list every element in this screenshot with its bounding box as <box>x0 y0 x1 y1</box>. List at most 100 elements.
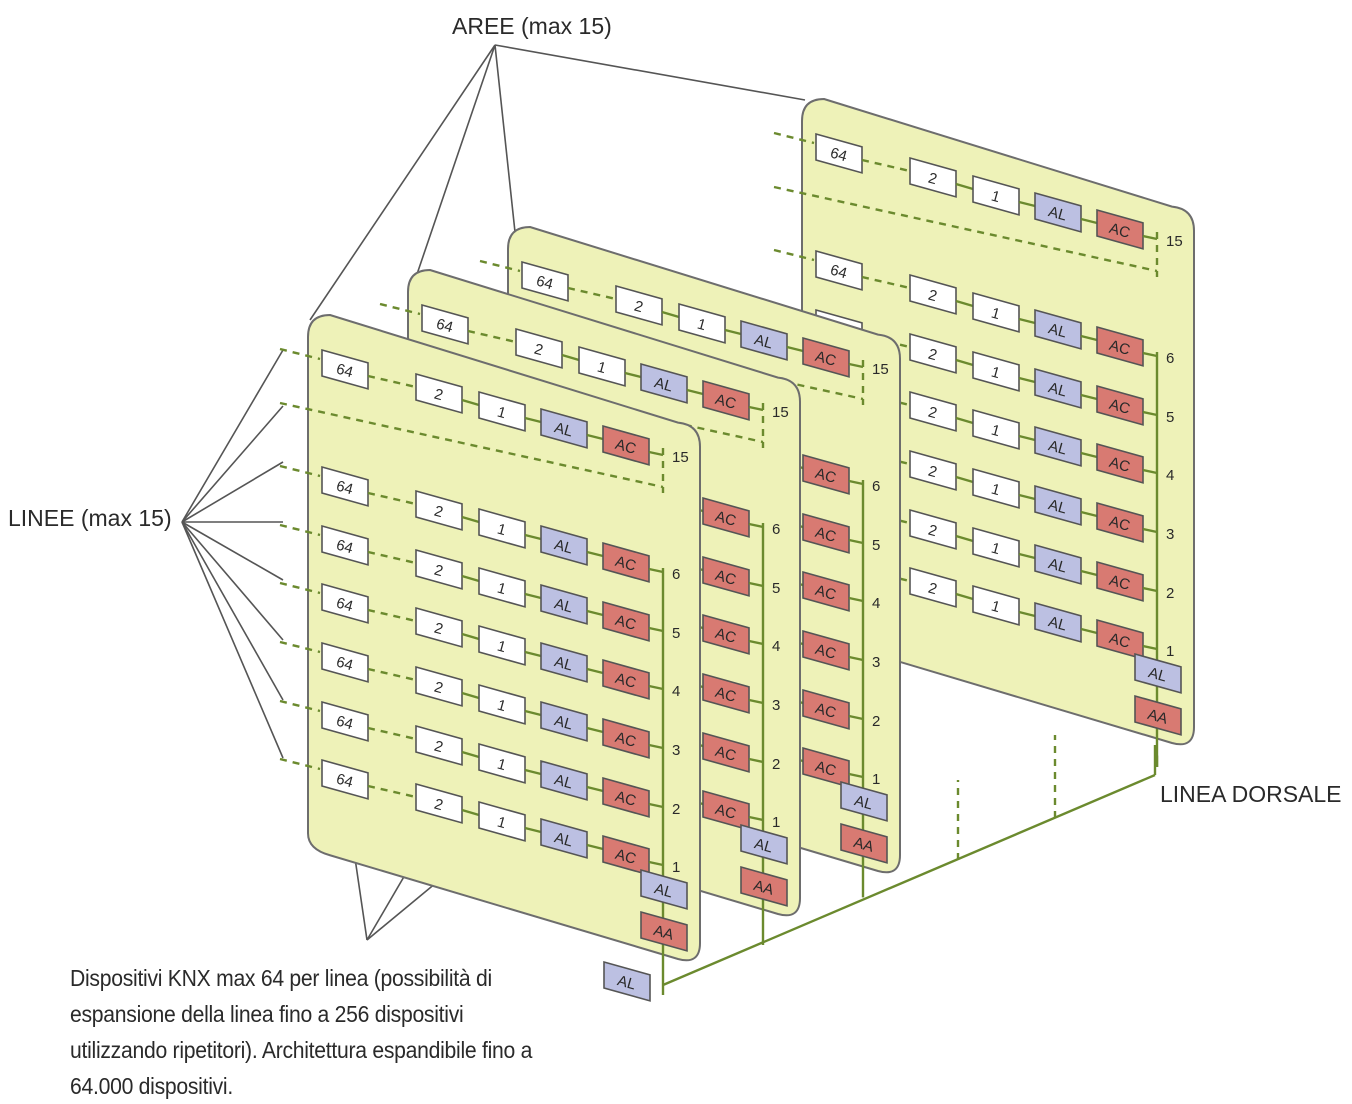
area-line-coupler-al-label: AL <box>752 835 774 856</box>
line-seg <box>586 667 604 675</box>
line-to-bus <box>748 581 764 588</box>
line-coupler-ac-shape <box>802 688 850 730</box>
line-coupler-ac-shape <box>1096 208 1144 250</box>
device-2-shape <box>415 548 463 590</box>
line-coupler-ac: AC <box>1096 618 1144 660</box>
line-stub-4 <box>279 581 321 595</box>
line-to-bus <box>848 596 864 603</box>
line-coupler-ac: AC <box>1096 501 1144 543</box>
line-coupler-al: AL <box>540 524 588 566</box>
device-64: 64 <box>321 465 369 507</box>
line-seg <box>586 550 604 558</box>
device-64-shape <box>321 524 369 566</box>
line-to-bus <box>748 815 764 822</box>
device-2-shape <box>909 508 957 550</box>
device-64-shape <box>321 700 369 742</box>
device-2: 2 <box>415 372 463 414</box>
device-64-label: 64 <box>534 272 555 293</box>
device-2: 2 <box>909 156 957 198</box>
line-coupler-al: AL <box>540 641 588 683</box>
device-2: 2 <box>909 566 957 608</box>
line-number-5: 5 <box>772 580 780 597</box>
line-coupler-al-label: AL <box>1046 555 1068 576</box>
device-1-shape <box>972 291 1020 333</box>
line-dashed-5 <box>367 550 417 565</box>
area-panels: 6421ALAC156421ALAC66421ALAC56421ALAC4642… <box>279 97 1195 995</box>
area-line-coupler-al-label: AL <box>652 880 674 901</box>
line-seg <box>1018 610 1036 618</box>
device-1-shape <box>478 390 526 432</box>
line-seg <box>1080 334 1098 342</box>
line-seg <box>524 768 542 776</box>
line-coupler-ac: AC <box>702 555 750 597</box>
line-stub-15 <box>279 347 321 361</box>
line-seg <box>1080 217 1098 225</box>
area-coupler-aa: AA <box>840 822 888 864</box>
area-coupler-aa-shape <box>840 822 888 864</box>
line-to-bus <box>648 567 664 574</box>
device-2-shape <box>415 372 463 414</box>
line-coupler-ac: AC <box>802 336 850 378</box>
line-coupler-ac-label: AC <box>813 348 838 370</box>
areas-leader-1 <box>309 44 496 321</box>
line-coupler-al-label: AL <box>552 419 574 440</box>
areas-label: AREE (max 15) <box>452 13 612 39</box>
device-1: 1 <box>972 291 1020 333</box>
line-coupler-ac-label: AC <box>613 788 638 810</box>
line-coupler-ac: AC <box>1096 208 1144 250</box>
line-seg <box>1080 510 1098 518</box>
device-2: 2 <box>415 548 463 590</box>
device-64: 64 <box>815 249 863 291</box>
line-coupler-ac: AC <box>602 541 650 583</box>
line-coupler-ac-label: AC <box>813 641 838 663</box>
line-coupler-al: AL <box>1034 425 1082 467</box>
line-stub-15 <box>773 131 815 145</box>
line-coupler-ac-label: AC <box>713 567 738 589</box>
line-coupler-ac-shape <box>1096 325 1144 367</box>
line-seg <box>1018 434 1036 442</box>
line-coupler-al: AL <box>740 319 788 361</box>
line-seg <box>461 574 480 583</box>
line-coupler-ac: AC <box>702 731 750 773</box>
line-to-bus <box>848 479 864 486</box>
line-coupler-al-shape <box>1034 191 1082 233</box>
area-coupler-aa-label: AA <box>652 922 676 944</box>
device-2-shape <box>909 390 957 432</box>
device-2: 2 <box>415 782 463 824</box>
device-64: 64 <box>421 303 469 345</box>
device-1-shape <box>478 800 526 842</box>
device-64-shape <box>521 260 569 302</box>
line-to-bus <box>1142 644 1158 651</box>
line-number-15: 15 <box>872 361 889 378</box>
area-coupler-aa-shape <box>740 865 788 907</box>
line-number-15: 15 <box>672 449 689 466</box>
device-64-label: 64 <box>334 477 355 498</box>
device-64: 64 <box>321 524 369 566</box>
device-2: 2 <box>909 508 957 550</box>
device-1: 1 <box>478 507 526 549</box>
line-number-4: 4 <box>1166 467 1174 484</box>
line-dashed-15 <box>861 158 911 173</box>
line-seg <box>1080 393 1098 401</box>
device-2-shape <box>515 327 563 369</box>
device-1-shape <box>972 526 1020 568</box>
line-number-15: 15 <box>1166 233 1183 250</box>
line-coupler-ac-shape <box>602 424 650 466</box>
line-coupler-al: AL <box>1034 484 1082 526</box>
area-coupler-aa-shape <box>640 910 688 952</box>
line-coupler-al-shape <box>740 319 788 361</box>
line-dashed-5 <box>861 334 911 349</box>
line-coupler-ac-label: AC <box>613 612 638 634</box>
line-seg <box>524 650 542 658</box>
line-number-1: 1 <box>1166 643 1174 660</box>
line-number-2: 2 <box>872 713 880 730</box>
device-64: 64 <box>321 348 369 390</box>
line-coupler-al-label: AL <box>1046 320 1068 341</box>
device-64-shape <box>421 303 469 345</box>
line-to-bus <box>848 538 864 545</box>
area-line-coupler-al: AL <box>1134 652 1182 694</box>
line-coupler-ac-shape <box>702 731 750 773</box>
device-64-label: 64 <box>828 144 849 165</box>
line-seg <box>586 843 604 851</box>
line-seg <box>586 785 604 793</box>
